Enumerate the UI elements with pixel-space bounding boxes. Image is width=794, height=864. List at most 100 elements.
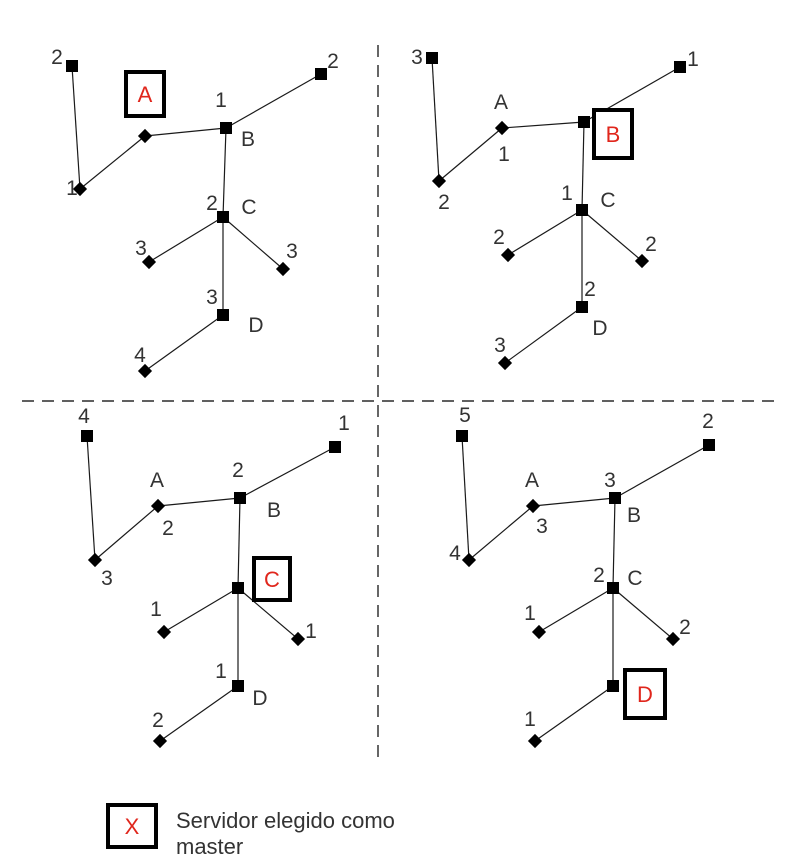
legend-master-box bbox=[106, 803, 158, 849]
master-box bbox=[623, 668, 667, 720]
node-a bbox=[494, 120, 510, 136]
node-d bbox=[232, 680, 244, 692]
hop-count: 3 bbox=[286, 240, 298, 263]
node-d bbox=[217, 309, 229, 321]
link-la-a bbox=[94, 505, 159, 561]
hop-count: 2 bbox=[206, 192, 218, 215]
hop-count: 2 bbox=[584, 278, 596, 301]
server-label-d: D bbox=[252, 687, 267, 710]
hop-count: 3 bbox=[101, 567, 113, 590]
node-ld bbox=[137, 363, 153, 379]
server-label-b: B bbox=[627, 504, 641, 527]
link-b-c bbox=[237, 497, 241, 589]
hop-count: 2 bbox=[679, 616, 691, 639]
node-b bbox=[609, 492, 621, 504]
server-label-c: C bbox=[241, 196, 256, 219]
hop-count: 4 bbox=[449, 542, 461, 565]
link-ta-la bbox=[71, 65, 81, 190]
hop-count: 2 bbox=[702, 410, 714, 433]
node-d bbox=[607, 680, 619, 692]
node-tr bbox=[315, 68, 327, 80]
legend-text-line2: master bbox=[176, 834, 243, 859]
node-ta bbox=[426, 52, 438, 64]
node-b bbox=[234, 492, 246, 504]
hop-count: 3 bbox=[206, 286, 218, 309]
link-ta-la bbox=[431, 57, 440, 182]
hop-count: 2 bbox=[51, 46, 63, 69]
server-label-a: A bbox=[525, 469, 539, 492]
hop-count: 2 bbox=[232, 459, 244, 482]
node-rc bbox=[290, 631, 306, 647]
link-c-lc bbox=[148, 216, 224, 263]
hop-count: 2 bbox=[152, 709, 164, 732]
legend: X Servidor elegido como master bbox=[106, 803, 395, 859]
link-b-tr bbox=[225, 73, 322, 129]
server-label-d: D bbox=[248, 314, 263, 337]
hop-count: 2 bbox=[593, 564, 605, 587]
link-b-tr bbox=[614, 444, 710, 499]
master-label: D bbox=[637, 682, 653, 707]
link-a-b bbox=[532, 497, 616, 507]
node-c bbox=[607, 582, 619, 594]
link-la-a bbox=[468, 505, 534, 561]
link-b-tr bbox=[239, 446, 336, 499]
hop-count: 5 bbox=[459, 404, 471, 427]
hop-count: 2 bbox=[438, 191, 450, 214]
hop-count: 3 bbox=[411, 46, 423, 69]
node-rc bbox=[634, 253, 650, 269]
master-label: A bbox=[138, 82, 153, 107]
link-c-lc bbox=[538, 587, 614, 633]
server-label-c: C bbox=[600, 189, 615, 212]
hop-count: 1 bbox=[305, 620, 317, 643]
hop-count: 1 bbox=[498, 143, 510, 166]
link-b-c bbox=[222, 127, 227, 218]
node-b bbox=[220, 122, 232, 134]
link-c-rc bbox=[612, 587, 674, 640]
hop-count: 3 bbox=[494, 334, 506, 357]
link-d-ld bbox=[504, 306, 583, 364]
node-tr bbox=[329, 441, 341, 453]
hop-count: 1 bbox=[687, 48, 699, 71]
link-a-b bbox=[144, 127, 227, 137]
link-d-ld bbox=[144, 314, 224, 372]
node-rc bbox=[665, 631, 681, 647]
node-b bbox=[578, 116, 590, 128]
node-a bbox=[525, 498, 541, 514]
master-label: C bbox=[264, 567, 280, 592]
hop-count: 2 bbox=[162, 517, 174, 540]
link-b-c bbox=[581, 121, 585, 211]
master-box bbox=[252, 556, 292, 602]
hop-count: 3 bbox=[536, 515, 548, 538]
node-lc bbox=[531, 624, 547, 640]
server-label-b: B bbox=[241, 128, 255, 151]
hop-count: 4 bbox=[134, 344, 146, 367]
node-c bbox=[232, 582, 244, 594]
hop-count: 1 bbox=[215, 89, 227, 112]
link-c-rc bbox=[581, 209, 643, 262]
hop-count: 2 bbox=[645, 233, 657, 256]
node-a bbox=[137, 128, 153, 144]
node-c bbox=[217, 211, 229, 223]
link-ta-la bbox=[461, 435, 470, 561]
server-label-b: B bbox=[267, 499, 281, 522]
legend-text-line1: Servidor elegido como bbox=[176, 808, 395, 833]
node-lc bbox=[500, 247, 516, 263]
link-c-lc bbox=[507, 209, 583, 256]
link-c-rc bbox=[237, 587, 299, 640]
node-d bbox=[576, 301, 588, 313]
hop-count: 3 bbox=[135, 237, 147, 260]
link-a-b bbox=[501, 121, 585, 129]
master-box bbox=[124, 70, 166, 118]
node-ld bbox=[527, 733, 543, 749]
link-a-b bbox=[157, 497, 241, 507]
hop-count: 1 bbox=[561, 182, 573, 205]
hop-count: 1 bbox=[66, 177, 78, 200]
hop-count: 1 bbox=[524, 602, 536, 625]
node-tr bbox=[674, 61, 686, 73]
link-c-lc bbox=[163, 587, 239, 633]
